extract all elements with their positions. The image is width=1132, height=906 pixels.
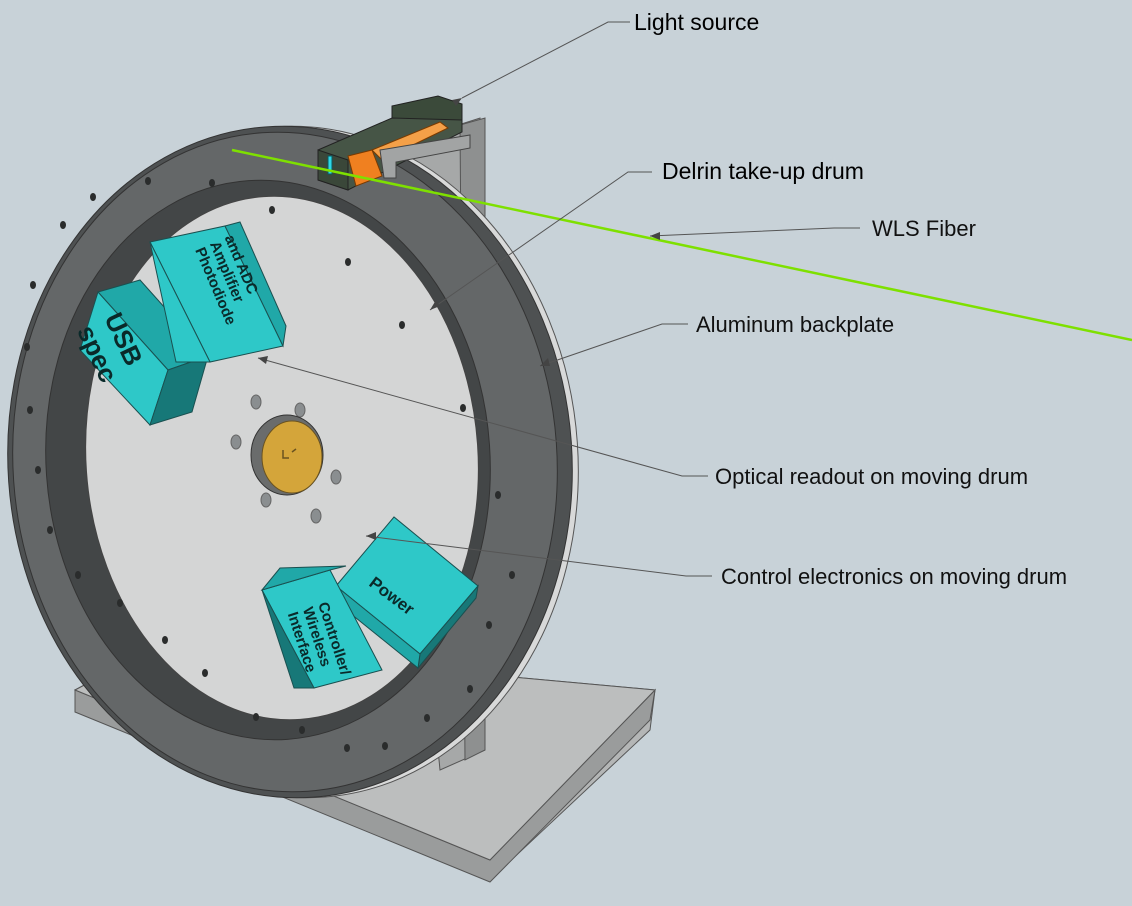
- label-optical-readout: Optical readout on moving drum: [715, 464, 1028, 489]
- label-delrin-drum: Delrin take-up drum: [662, 158, 864, 184]
- light-source-assembly: [317, 95, 471, 191]
- label-control-electronics: Control electronics on moving drum: [721, 564, 1067, 589]
- wls-fiber-line: [231, 148, 1132, 342]
- power-box: Power: [329, 516, 479, 670]
- hub-disc: [261, 420, 323, 494]
- light-source-led: [327, 155, 333, 175]
- controller-wireless-interface-box: Controller/ Wireless Interface: [260, 565, 383, 689]
- ring-bolt-holes: [24, 177, 515, 752]
- hub-assembly: [230, 394, 342, 524]
- callout-leaders: [257, 21, 860, 577]
- photodiode-amplifier-adc-box: Photodiode Amplifier and ADC: [149, 221, 287, 363]
- label-aluminum-backplate: Aluminum backplate: [696, 312, 894, 337]
- label-wls-fiber: WLS Fiber: [872, 216, 976, 241]
- label-light-source: Light source: [634, 9, 759, 35]
